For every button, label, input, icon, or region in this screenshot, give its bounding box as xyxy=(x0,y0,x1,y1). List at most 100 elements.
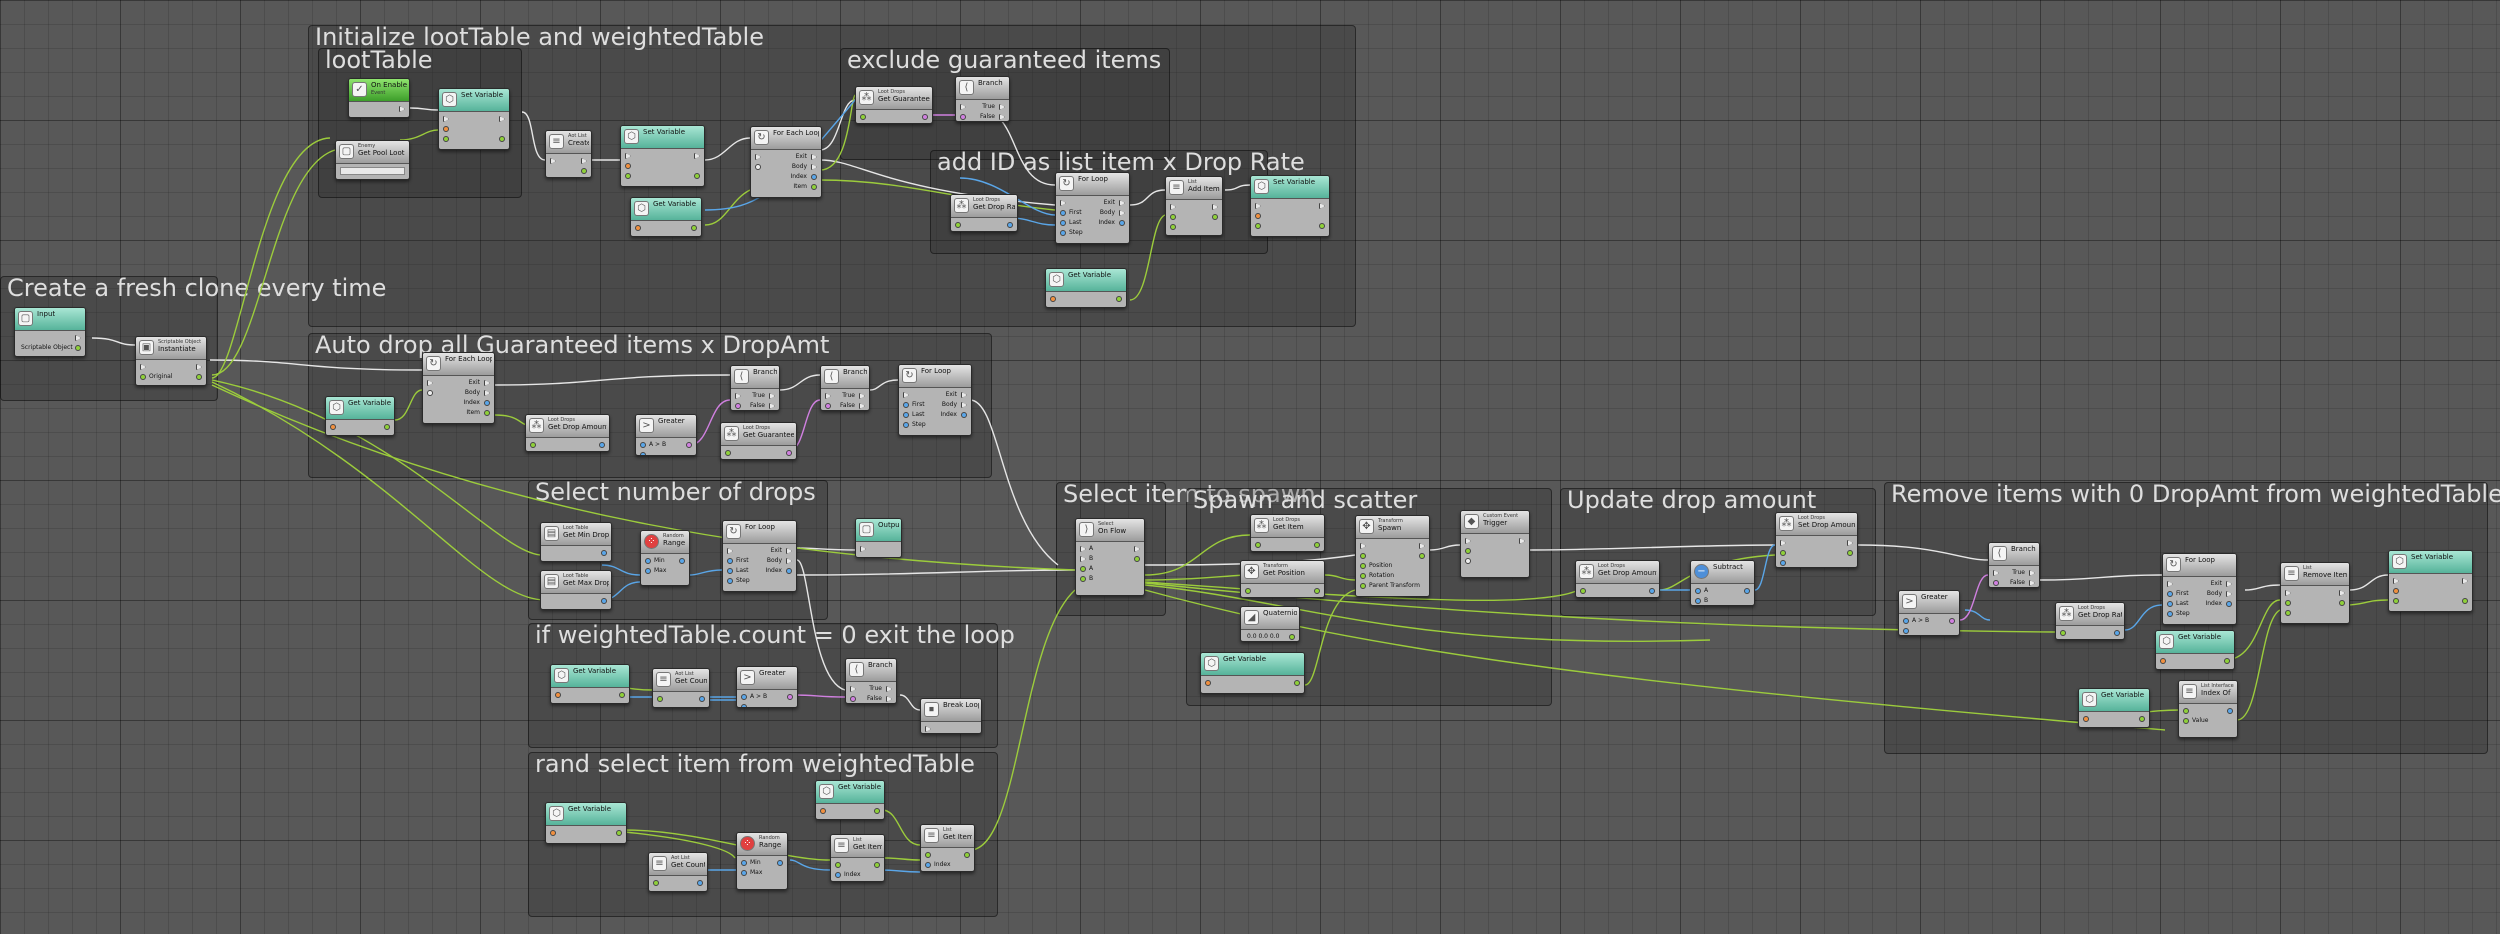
index-pin[interactable] xyxy=(925,862,931,868)
int-out-pin[interactable] xyxy=(679,558,685,564)
name-pin[interactable] xyxy=(1205,680,1211,686)
flow-in-pin[interactable] xyxy=(1255,203,1261,209)
bool-out-pin[interactable] xyxy=(922,114,928,120)
b-pin[interactable] xyxy=(1695,598,1701,604)
flow-in-pin[interactable] xyxy=(1780,540,1786,546)
body-pin[interactable] xyxy=(811,164,817,170)
flow-in-pin[interactable] xyxy=(1993,570,1999,576)
flow-out-pin[interactable] xyxy=(1419,543,1425,549)
value-a-pin[interactable] xyxy=(1080,566,1086,572)
get-variable-node[interactable]: ⬡Get Variable xyxy=(2155,630,2235,670)
get-variable-node[interactable]: ⬡Get Variable xyxy=(545,802,627,844)
b-pin[interactable] xyxy=(640,452,646,455)
first-pin[interactable] xyxy=(1060,210,1066,216)
value-out-pin[interactable] xyxy=(499,136,505,142)
target-pin[interactable] xyxy=(1255,542,1261,548)
name-pin[interactable] xyxy=(820,808,826,814)
item-pin[interactable] xyxy=(2285,610,2291,616)
greater-node[interactable]: >Greater A > B xyxy=(635,414,697,456)
list-pin[interactable] xyxy=(1170,214,1176,220)
object-out-pin[interactable] xyxy=(75,345,81,351)
flow-out-pin[interactable] xyxy=(1212,204,1218,210)
a-pin[interactable] xyxy=(640,442,646,448)
index-pin[interactable] xyxy=(484,400,490,406)
b-pin[interactable] xyxy=(1903,628,1909,634)
flow-out-pin[interactable] xyxy=(196,364,202,370)
min-pin[interactable] xyxy=(741,860,747,866)
condition-pin[interactable] xyxy=(1993,580,1999,586)
true-pin[interactable] xyxy=(886,686,892,692)
name-pin[interactable] xyxy=(635,225,641,231)
flow-in-pin[interactable] xyxy=(2393,578,2399,584)
value-out-pin[interactable] xyxy=(2224,658,2230,664)
flow-in-pin[interactable] xyxy=(850,686,856,692)
true-pin[interactable] xyxy=(859,393,865,399)
target-pin[interactable] xyxy=(1580,588,1586,594)
false-pin[interactable] xyxy=(859,403,865,409)
target-pin[interactable] xyxy=(1245,588,1251,594)
exit-pin[interactable] xyxy=(811,154,817,160)
false-pin[interactable] xyxy=(2029,580,2035,586)
quaternion-node[interactable]: ◢Quaternion 0.0 0.0 0.0 xyxy=(1240,606,1300,642)
flow-in-pin[interactable] xyxy=(1360,543,1366,549)
flow-out-pin[interactable] xyxy=(694,153,700,159)
flow-in-pin[interactable] xyxy=(860,546,866,552)
value-pin[interactable] xyxy=(2183,718,2189,724)
int-out-pin[interactable] xyxy=(601,598,607,604)
flow-out-pin[interactable] xyxy=(581,158,587,164)
max-pin[interactable] xyxy=(645,568,651,574)
flow-in-pin[interactable] xyxy=(1060,200,1066,206)
list-out-pin[interactable] xyxy=(2339,600,2345,606)
exit-pin[interactable] xyxy=(961,392,967,398)
set-variable-node[interactable]: ⬡Set Variable xyxy=(620,125,705,187)
flow-out-pin[interactable] xyxy=(1134,546,1140,552)
get-variable-node[interactable]: ⬡Get Variable xyxy=(1200,652,1305,694)
condition-pin[interactable] xyxy=(850,696,856,702)
last-pin[interactable] xyxy=(1060,220,1066,226)
flow-in-pin[interactable] xyxy=(427,380,433,386)
flow-out-pin[interactable] xyxy=(1519,538,1525,544)
first-pin[interactable] xyxy=(2167,591,2173,597)
flow-in-pin[interactable] xyxy=(550,158,556,164)
value-out-pin[interactable] xyxy=(2462,598,2468,604)
int-out-pin[interactable] xyxy=(1007,222,1013,228)
last-pin[interactable] xyxy=(2167,601,2173,607)
flow-in-a-pin[interactable] xyxy=(1080,546,1086,552)
target-pin[interactable] xyxy=(1780,550,1786,556)
condition-pin[interactable] xyxy=(960,114,966,120)
flow-in-pin[interactable] xyxy=(925,726,931,732)
int-out-pin[interactable] xyxy=(2114,630,2120,636)
max-pin[interactable] xyxy=(741,870,747,876)
value-out-pin[interactable] xyxy=(616,830,622,836)
item-pin[interactable] xyxy=(1170,224,1176,230)
body-pin[interactable] xyxy=(2226,591,2232,597)
get-variable-node[interactable]: ⬡Get Variable xyxy=(630,197,702,237)
original-pin[interactable] xyxy=(140,374,146,380)
list-pin[interactable] xyxy=(657,696,663,702)
true-pin[interactable] xyxy=(999,104,1005,110)
name-pin[interactable] xyxy=(330,424,336,430)
break-loop-node[interactable]: ⏹Break Loop xyxy=(920,698,982,734)
bool-out-pin[interactable] xyxy=(786,450,792,456)
value-out-pin[interactable] xyxy=(1294,680,1300,686)
step-pin[interactable] xyxy=(2167,611,2173,617)
flow-in-pin[interactable] xyxy=(1465,538,1471,544)
